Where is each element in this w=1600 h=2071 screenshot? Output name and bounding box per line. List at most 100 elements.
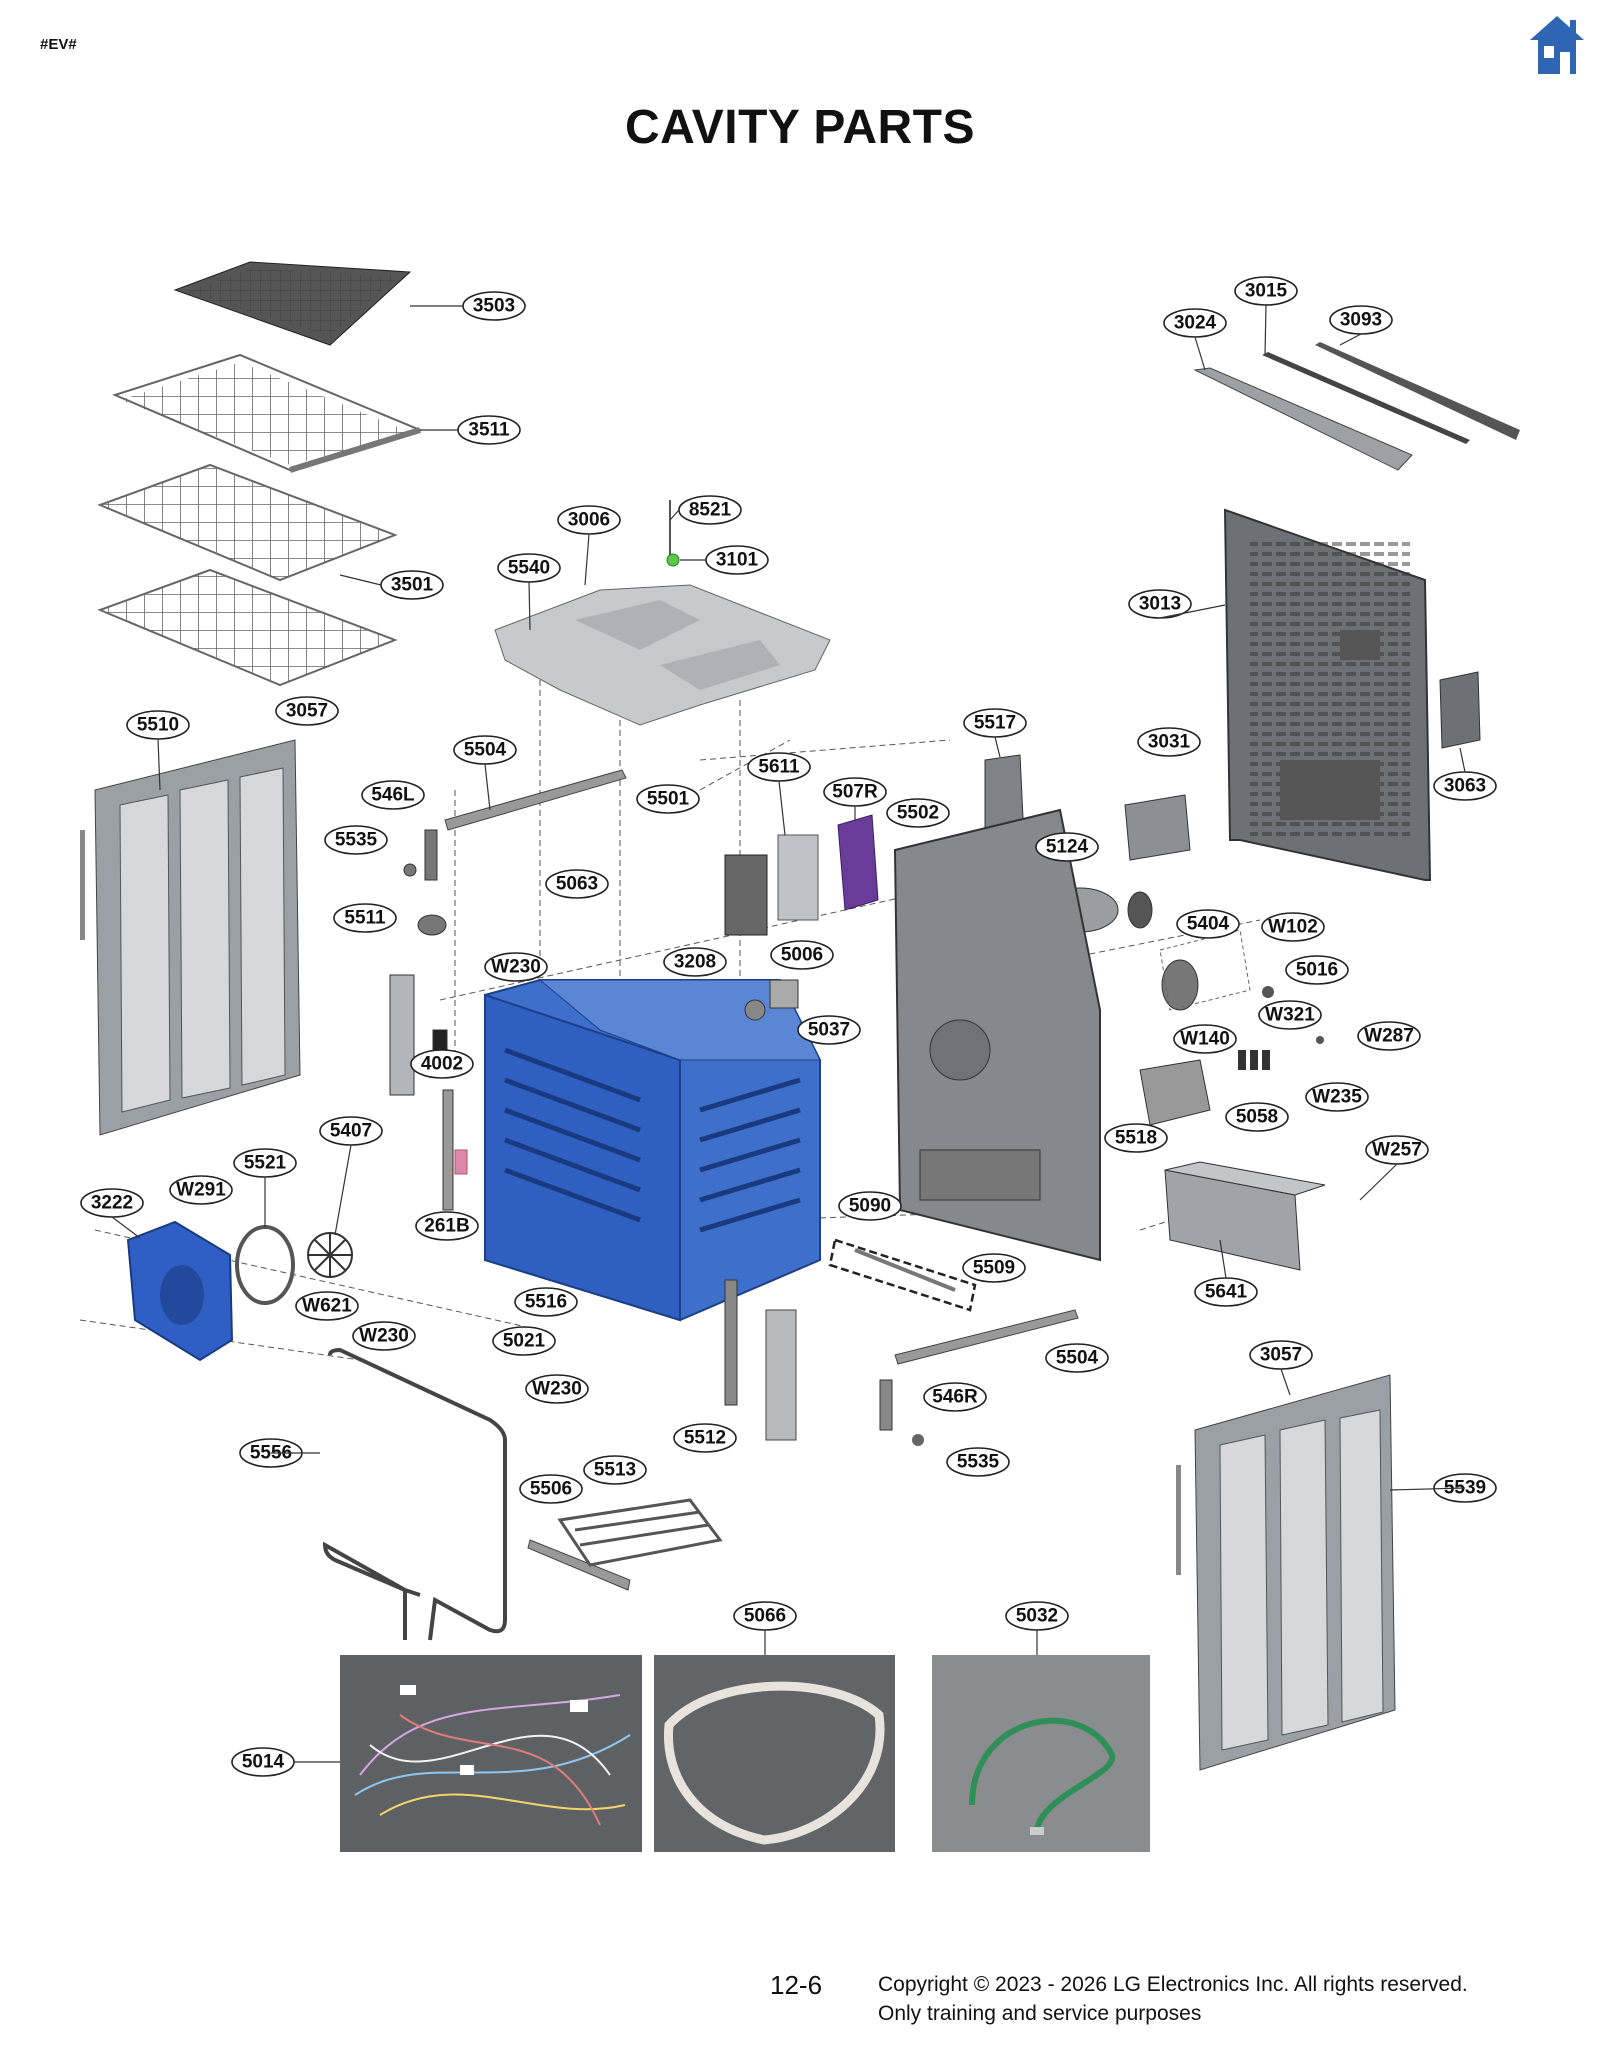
callout-546L: 546L [361, 780, 425, 810]
svg-text:5404: 5404 [1187, 914, 1230, 935]
harness-5066-photo [654, 1655, 895, 1852]
callout-5504-top: 5504 [453, 735, 517, 765]
callout-5513: 5513 [583, 1455, 647, 1485]
svg-text:W321: W321 [1265, 1005, 1315, 1026]
svg-text:3057: 3057 [286, 701, 328, 722]
callout-3057-bottom: 3057 [1249, 1340, 1313, 1370]
svg-text:5509: 5509 [973, 1258, 1015, 1279]
svg-text:5037: 5037 [808, 1020, 850, 1041]
callout-5407: 5407 [319, 1116, 383, 1146]
svg-text:W140: W140 [1180, 1029, 1230, 1050]
svg-text:5535: 5535 [335, 830, 378, 851]
svg-text:W621: W621 [302, 1296, 352, 1317]
callout-5014: 5014 [231, 1747, 295, 1777]
callout-507R: 507R [823, 777, 887, 807]
part-5539-side-panel-right [1194, 1374, 1396, 1771]
svg-text:3006: 3006 [568, 510, 610, 531]
leader-lines [111, 304, 1466, 1763]
svg-text:5511: 5511 [344, 908, 386, 929]
copyright-text: Copyright © 2023 - 2026 LG Electronics I… [878, 1970, 1468, 2028]
svg-text:3057: 3057 [1260, 1345, 1302, 1366]
callout-5124: 5124 [1035, 832, 1099, 862]
thermostat-part [666, 553, 680, 567]
svg-text:5518: 5518 [1115, 1128, 1157, 1149]
svg-text:3511: 3511 [468, 420, 510, 441]
svg-text:W230: W230 [532, 1379, 582, 1400]
svg-text:W291: W291 [176, 1180, 226, 1201]
svg-text:3501: 3501 [391, 575, 434, 596]
callout-5501: 5501 [636, 784, 700, 814]
svg-text:5016: 5016 [1296, 960, 1338, 981]
callout-5540: 5540 [497, 553, 561, 583]
svg-text:5540: 5540 [508, 558, 550, 579]
svg-text:5521: 5521 [244, 1153, 287, 1174]
callout-5502: 5502 [886, 798, 950, 828]
callout-w621: W621 [295, 1291, 359, 1321]
callout-w102: W102 [1261, 912, 1325, 942]
svg-text:5512: 5512 [684, 1428, 726, 1449]
callout-5021: 5021 [492, 1326, 556, 1356]
callout-5521: 5521 [233, 1148, 297, 1178]
callout-w230-mid: W230 [352, 1321, 416, 1351]
callout-3031: 3031 [1137, 727, 1201, 757]
part-3501-racks [97, 463, 398, 687]
svg-text:261B: 261B [424, 1216, 469, 1237]
callout-w257: W257 [1365, 1135, 1429, 1165]
svg-text:5510: 5510 [137, 715, 179, 736]
callout-3101: 3101 [705, 545, 769, 575]
callout-3222: 3222 [80, 1188, 144, 1218]
svg-text:5124: 5124 [1046, 837, 1089, 858]
part-rear-panel [893, 808, 1101, 1262]
svg-text:507R: 507R [832, 782, 878, 803]
callout-5504-bottom: 5504 [1045, 1343, 1109, 1373]
copyright-line: Copyright © 2023 - 2026 LG Electronics I… [878, 1973, 1468, 1996]
callout-w321: W321 [1258, 1000, 1322, 1030]
callout-3063: 3063 [1433, 771, 1497, 801]
callout-5016: 5016 [1285, 955, 1349, 985]
svg-text:4002: 4002 [421, 1054, 463, 1075]
svg-text:5611: 5611 [758, 757, 800, 778]
callout-3006: 3006 [557, 505, 621, 535]
svg-text:5006: 5006 [781, 945, 823, 966]
svg-text:546R: 546R [932, 1387, 978, 1408]
callout-5037: 5037 [797, 1015, 861, 1045]
callout-5518: 5518 [1104, 1123, 1168, 1153]
wire-5032-photo [932, 1655, 1150, 1852]
callout-5090: 5090 [838, 1191, 902, 1221]
svg-text:W287: W287 [1364, 1026, 1414, 1047]
callout-5063: 5063 [545, 869, 609, 899]
callout-5510: 5510 [126, 710, 190, 740]
small-parts-left [389, 829, 468, 1211]
svg-text:W230: W230 [359, 1326, 409, 1347]
svg-text:W230: W230 [491, 957, 541, 978]
svg-text:3101: 3101 [716, 550, 759, 571]
page-title: CAVITY PARTS [624, 101, 976, 154]
part-5090-harness [828, 1238, 977, 1312]
svg-text:W102: W102 [1268, 917, 1318, 938]
callout-5517: 5517 [963, 708, 1027, 738]
callout-5516: 5516 [514, 1287, 578, 1317]
callout-5511: 5511 [333, 903, 397, 933]
svg-text:546L: 546L [371, 785, 415, 806]
callout-3093: 3093 [1329, 305, 1393, 335]
svg-text:3222: 3222 [91, 1193, 133, 1214]
callout-3503: 3503 [462, 291, 526, 321]
part-callouts: 3503 3511 3501 3006 8521 3101 5540 3057 … [80, 276, 1497, 1777]
svg-text:5506: 5506 [530, 1479, 572, 1500]
callout-546R: 546R [923, 1382, 987, 1412]
svg-text:5501: 5501 [647, 789, 690, 810]
callout-4002: 4002 [410, 1049, 474, 1079]
svg-text:5516: 5516 [525, 1292, 567, 1313]
part-3222-fan-cover [126, 1220, 234, 1362]
callout-3501: 3501 [380, 570, 444, 600]
callout-3057-top: 3057 [275, 696, 339, 726]
part-5540-plate [494, 584, 831, 726]
svg-text:W235: W235 [1312, 1087, 1362, 1108]
part-5407-fan [307, 1232, 353, 1278]
svg-text:3015: 3015 [1245, 281, 1288, 302]
usage-note: Only training and service purposes [878, 2002, 1202, 2025]
home-icon[interactable] [1528, 14, 1586, 76]
callout-w140: W140 [1173, 1024, 1237, 1054]
svg-text:3031: 3031 [1148, 732, 1191, 753]
callout-5506: 5506 [519, 1474, 583, 1504]
